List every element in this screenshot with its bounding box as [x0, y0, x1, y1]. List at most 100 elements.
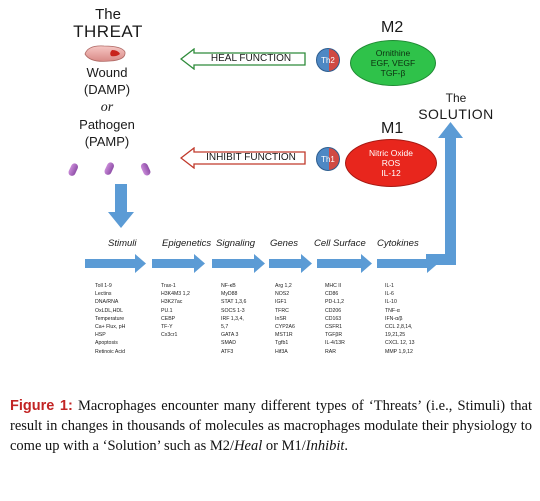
- stimuli-item: DNA/RNA: [95, 299, 119, 306]
- epigenetics-item: CEBP: [161, 315, 176, 322]
- figure-caption: Figure 1: Macrophages encounter many dif…: [10, 396, 532, 456]
- signaling-item: ATF3: [221, 348, 234, 355]
- cell-surface-item: PD-L1,2: [325, 299, 345, 306]
- signaling-item: SOCS 1-3: [221, 307, 245, 314]
- solution-up-arrow: [426, 122, 463, 265]
- signaling-item: IRF 1,3,4,: [221, 315, 244, 322]
- cytokines-item: IL-6: [385, 291, 394, 298]
- category-signaling: Signaling: [216, 238, 256, 249]
- m2-label: M2: [381, 19, 404, 36]
- m2-product: EGF, VEGF: [370, 58, 416, 68]
- pathway-arrow-2: [152, 254, 205, 273]
- solution-the: The: [445, 91, 467, 105]
- cytokines-item: CXCL 12, 13: [385, 340, 415, 347]
- m1-product: Nitric Oxide: [369, 148, 413, 158]
- stimuli-item: HSP: [95, 332, 106, 339]
- pathway-arrow-1: [85, 254, 146, 273]
- stimuli-column: Toll 1-9 Lectins DNA/RNA OxLDL,HDL Tempe…: [95, 282, 125, 356]
- stimuli-item: OxLDL,HDL: [95, 307, 123, 314]
- wound-label: Wound: [86, 65, 128, 80]
- genes-item: Arg 1,2: [275, 283, 292, 289]
- cytokines-item: CCL 2,8,14,: [385, 324, 413, 331]
- pathway-arrow-3: [212, 254, 265, 273]
- or-label: or: [100, 100, 114, 115]
- caption-text-or: or M1/: [262, 438, 306, 454]
- epigenetics-item: H3K27ac: [161, 299, 183, 306]
- cell-surface-item: CD163: [325, 315, 342, 322]
- cell-surface-item: TGFβR: [325, 332, 343, 339]
- stimuli-item: Lectins: [95, 291, 112, 298]
- genes-item: Hif3A: [275, 348, 288, 355]
- caption-text: Macrophages encounter many different typ…: [10, 398, 532, 454]
- signaling-item: MyD88: [221, 291, 238, 298]
- wound-image: [84, 45, 126, 62]
- cytokines-item: IFN-α/β: [385, 315, 403, 322]
- genes-item: IGF1: [275, 299, 287, 306]
- th2-circle: Th2: [316, 48, 340, 72]
- signaling-item: SMAD: [221, 340, 236, 347]
- heal-arrow-shape: [180, 48, 306, 70]
- cell-surface-column: MHC II CD86 PD-L1,2 CD206 CD163 CSFR1 TG…: [325, 282, 345, 356]
- solution-title: SOLUTION: [418, 106, 494, 122]
- cell-surface-item: IL-4/13R: [325, 340, 345, 347]
- genes-item: Tgfb1: [275, 340, 289, 347]
- inhibit-arrow-shape: [180, 147, 306, 169]
- epigenetics-column: Trax-1 H3K4M3 1,2 H3K27ac PU.1 CEBP TF-Y…: [161, 282, 190, 339]
- signaling-item: STAT 1,3,6: [221, 299, 247, 306]
- m1-oval: Nitric Oxide ROS IL-12: [345, 139, 437, 187]
- cell-surface-item: CD86: [325, 291, 339, 298]
- caption-heal: Heal: [234, 438, 263, 454]
- pamp-label: (PAMP): [84, 134, 130, 149]
- m1-product: IL-12: [381, 168, 401, 178]
- cytokines-item: IL-1: [385, 283, 394, 289]
- stimuli-item: Retinoic Acid: [95, 348, 125, 355]
- epigenetics-item: Cx3cr1: [161, 332, 178, 339]
- signaling-column: NF-κB MyD88 STAT 1,3,6 SOCS 1-3 IRF 1,3,…: [221, 282, 246, 356]
- th1-circle: Th1: [316, 147, 340, 171]
- wound-blood: [110, 50, 120, 57]
- damp-label: (DAMP): [83, 82, 131, 97]
- m2-product: Ornithine: [375, 48, 411, 58]
- stimuli-item: Temperature: [95, 315, 125, 322]
- pathogen-icons: [68, 162, 151, 176]
- inhibit-function-arrow: INHIBIT FUNCTION: [180, 147, 306, 169]
- genes-item: CYP2A6: [275, 324, 295, 331]
- threat-the: The: [95, 6, 121, 23]
- caption-inhibit: Inhibit: [305, 438, 345, 454]
- solution-heading: The SOLUTION: [416, 90, 496, 122]
- caption-label: Figure 1:: [10, 398, 73, 414]
- bacterium-icon-3: [140, 163, 151, 176]
- bacterium-icon-2: [104, 162, 115, 175]
- epigenetics-item: Trax-1: [161, 283, 176, 289]
- cell-surface-item: CD206: [325, 307, 342, 314]
- threat-heading: The THREAT: [58, 6, 158, 40]
- inhibit-function-label: INHIBIT FUNCTION: [206, 152, 296, 163]
- pathogen-label: Pathogen: [79, 117, 135, 132]
- cytokines-column: IL-1 IL-6 IL-10 TNF-α IFN-α/β CCL 2,8,14…: [385, 282, 415, 356]
- m2-oval: Ornithine EGF, VEGF TGF-β: [350, 40, 436, 86]
- epigenetics-item: TF-Y: [161, 324, 173, 331]
- heal-function-arrow: HEAL FUNCTION: [180, 48, 306, 70]
- m1-product: ROS: [381, 158, 401, 168]
- signaling-item: NF-κB: [221, 283, 236, 289]
- epigenetics-item: PU.1: [161, 307, 173, 314]
- epigenetics-item: H3K4M3 1,2: [161, 291, 190, 298]
- stimuli-item: Ca+ Flux, pH: [95, 324, 126, 331]
- category-cytokines: Cytokines: [377, 238, 419, 249]
- cell-surface-item: MHC II: [325, 283, 342, 289]
- category-stimuli: Stimuli: [108, 238, 137, 249]
- cytokines-item: MMP 1,9,12: [385, 348, 413, 355]
- category-genes: Genes: [270, 238, 298, 249]
- threat-title: THREAT: [73, 22, 143, 41]
- category-epigenetics: Epigenetics: [162, 238, 212, 249]
- pathway-arrow-4: [269, 254, 312, 273]
- stimuli-item: Toll 1-9: [95, 283, 112, 289]
- genes-item: TFRC: [275, 307, 289, 314]
- stimuli-item: Apoptosis: [95, 340, 118, 347]
- cytokines-item: IL-10: [385, 299, 397, 306]
- pathway-arrows: [85, 254, 438, 273]
- genes-item: InSR: [275, 315, 287, 322]
- pathway-arrow-6: [377, 254, 438, 273]
- bacterium-icon-1: [68, 163, 79, 176]
- genes-item: NOS2: [275, 291, 290, 298]
